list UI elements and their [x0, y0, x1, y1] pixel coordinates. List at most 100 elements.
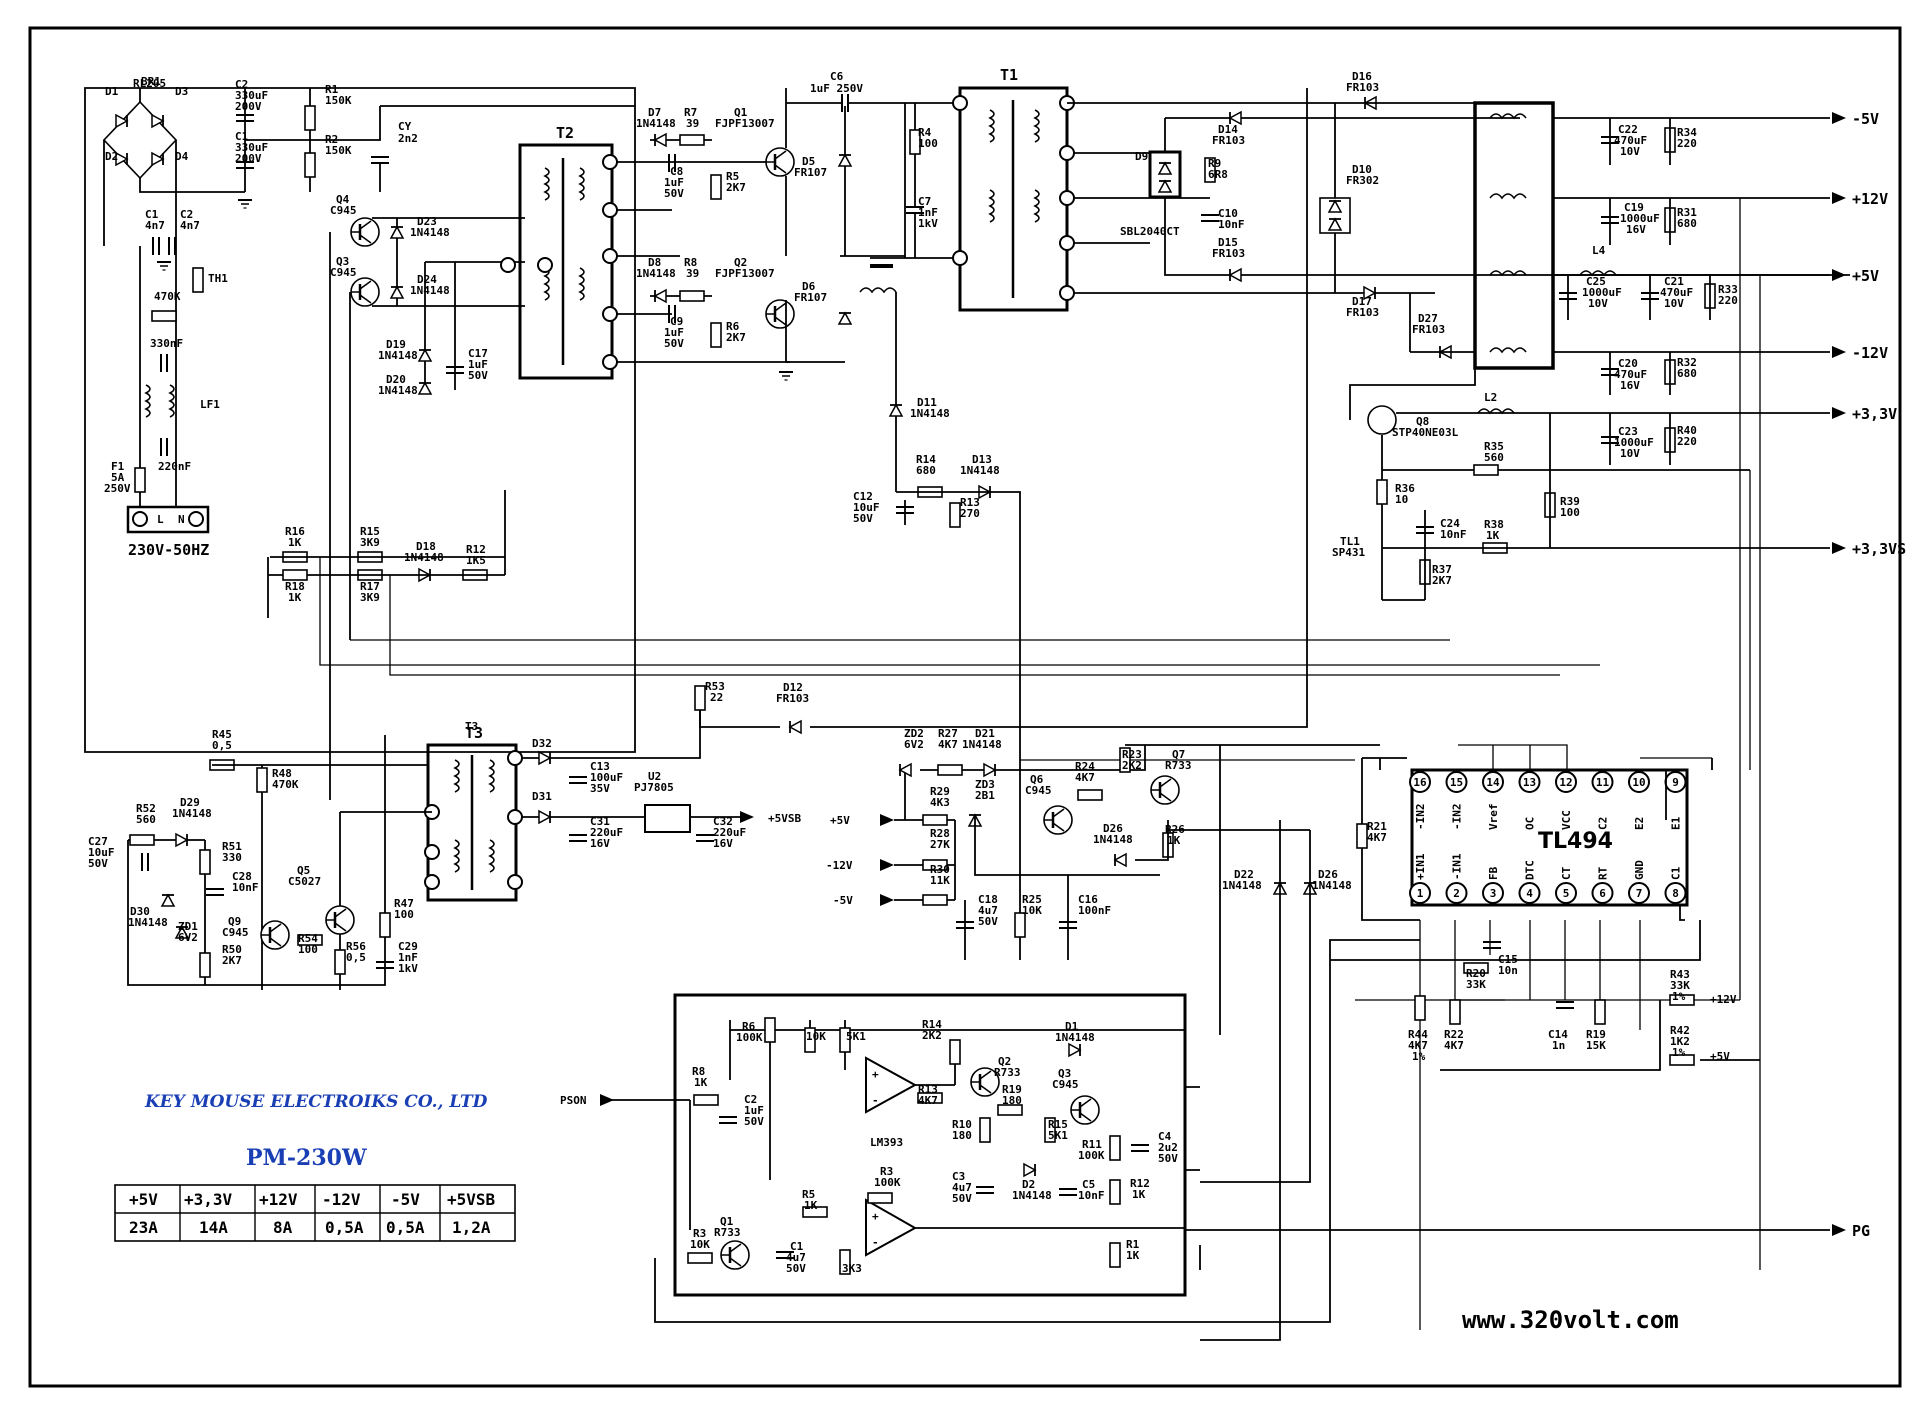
component-label: 50V — [664, 187, 684, 200]
component-label: 1nF — [398, 951, 418, 964]
tl494-pin-name: Vref — [1487, 804, 1500, 831]
input-p5v-label: +5V — [830, 814, 850, 827]
component-label: D13 — [972, 453, 992, 466]
component-label: 50V — [744, 1115, 764, 1128]
table-cell: 0,5A — [386, 1218, 425, 1237]
component-label: 50V — [1158, 1152, 1178, 1165]
component-label: +5V — [1710, 1050, 1730, 1063]
component-label: 2K2 — [1122, 759, 1142, 772]
component-label: 4K7 — [1075, 771, 1095, 784]
component-label: 6R8 — [1208, 168, 1228, 181]
component-label: R35 — [1484, 440, 1504, 453]
tl494-pin-name: C1 — [1670, 866, 1683, 880]
component-label: R23 — [1122, 748, 1142, 761]
tl494-pin-number: 9 — [1672, 776, 1679, 789]
component-label: 1K — [1486, 529, 1500, 542]
component-label: 220uF — [590, 826, 623, 839]
component-label: R30 — [930, 863, 950, 876]
tl494-pin — [1409, 771, 1431, 793]
output-m5v-label: -5V — [1852, 110, 1879, 128]
tl494-pin-name: VCC — [1560, 810, 1573, 830]
component-label: R44 — [1408, 1028, 1428, 1041]
component-label: FR103 — [776, 692, 809, 705]
component-label: C2 — [180, 208, 193, 221]
component-label: C945 — [330, 204, 357, 217]
component-label: R19 — [1002, 1083, 1022, 1096]
component-label: 3K9 — [360, 591, 380, 604]
tl494-pin-name: -IN2 — [1414, 804, 1427, 831]
component-label: 220 — [1677, 137, 1697, 150]
component-label: C13 — [590, 760, 610, 773]
component-label: Q2 — [734, 256, 747, 269]
component-label: 470K — [272, 778, 299, 791]
component-label: R17 — [360, 580, 380, 593]
input-m5v-label: -5V — [833, 894, 853, 907]
component-label: D21 — [975, 727, 995, 740]
component-label: 1K — [694, 1076, 708, 1089]
component-label: R38 — [1484, 518, 1504, 531]
component-label: 39 — [686, 267, 699, 280]
component-label: C945 — [222, 926, 249, 939]
component-label: R43 — [1670, 968, 1690, 981]
component-label: 3K9 — [360, 536, 380, 549]
component-label: C8 — [670, 165, 683, 178]
component-label: C3 — [952, 1170, 965, 1183]
transformer-t2 — [518, 143, 614, 380]
component-label: R3 — [693, 1227, 706, 1240]
table-header: +12V — [259, 1190, 298, 1209]
component-label: 1N4148 — [404, 551, 444, 564]
tl494-pin — [1482, 771, 1504, 793]
component-label: 10nF — [1218, 218, 1245, 231]
component-label: 220 — [1718, 294, 1738, 307]
component-label: Q7 — [1172, 748, 1185, 761]
component-label: R29 — [930, 785, 950, 798]
component-label: 11K — [930, 874, 950, 887]
component-label: 15K — [1586, 1039, 1606, 1052]
tl494-pin-number: 10 — [1632, 776, 1645, 789]
component-label: 1n — [1552, 1039, 1565, 1052]
component-label: 1N4148 — [378, 384, 418, 397]
component-label: R26 — [1165, 823, 1185, 836]
component-label: C29 — [398, 940, 418, 953]
component-label: 470K — [154, 290, 181, 303]
component-label: D17 — [1352, 295, 1372, 308]
component-label: D11 — [917, 396, 937, 409]
component-label: D26 — [1103, 822, 1123, 835]
component-label: TH1 — [208, 272, 228, 285]
component-label: 1K — [288, 591, 302, 604]
component-label: Q4 — [336, 193, 350, 206]
component-label: 1N4148 — [1012, 1189, 1052, 1202]
component-label: RL205 — [133, 77, 166, 90]
svg-text:-: - — [872, 1236, 879, 1249]
component-label: F1 — [111, 460, 125, 473]
tl494-pin-number: 8 — [1672, 887, 1679, 900]
component-label: 10nF — [1078, 1189, 1105, 1202]
component-label: 1N4148 — [172, 807, 212, 820]
table-cell: 0,5A — [325, 1218, 364, 1237]
table-cell: 1,2A — [452, 1218, 491, 1237]
component-label: R31 — [1677, 206, 1697, 219]
component-label: C945 — [1025, 784, 1052, 797]
component-label: 1N4148 — [962, 738, 1002, 751]
tl494-pin-number: 15 — [1450, 776, 1463, 789]
tl494-pin-name: E1 — [1670, 816, 1683, 830]
tl494-pin-name: E2 — [1633, 817, 1646, 830]
component-label: 250V — [104, 482, 131, 495]
component-label: R15 — [1048, 1118, 1068, 1131]
component-label: 35V — [590, 782, 610, 795]
component-label: 100 — [298, 943, 318, 956]
component-label: R25 — [1022, 893, 1042, 906]
table-header: -12V — [322, 1190, 361, 1209]
component-label: 10nF — [232, 881, 259, 894]
component-label: 100 — [918, 137, 938, 150]
component-label: 100K — [1078, 1149, 1105, 1162]
component-label: FR103 — [1346, 81, 1379, 94]
component-label: R12 — [1130, 1177, 1150, 1190]
component-label: C4 — [1158, 1130, 1172, 1143]
component-label: R52 — [136, 802, 156, 815]
component-label: 1N4148 — [1222, 879, 1262, 892]
component-label: 1K — [1167, 834, 1181, 847]
component-label: 470uF — [1614, 368, 1647, 381]
component-label: R42 — [1670, 1024, 1690, 1037]
component-label: 1000uF — [1614, 436, 1654, 449]
